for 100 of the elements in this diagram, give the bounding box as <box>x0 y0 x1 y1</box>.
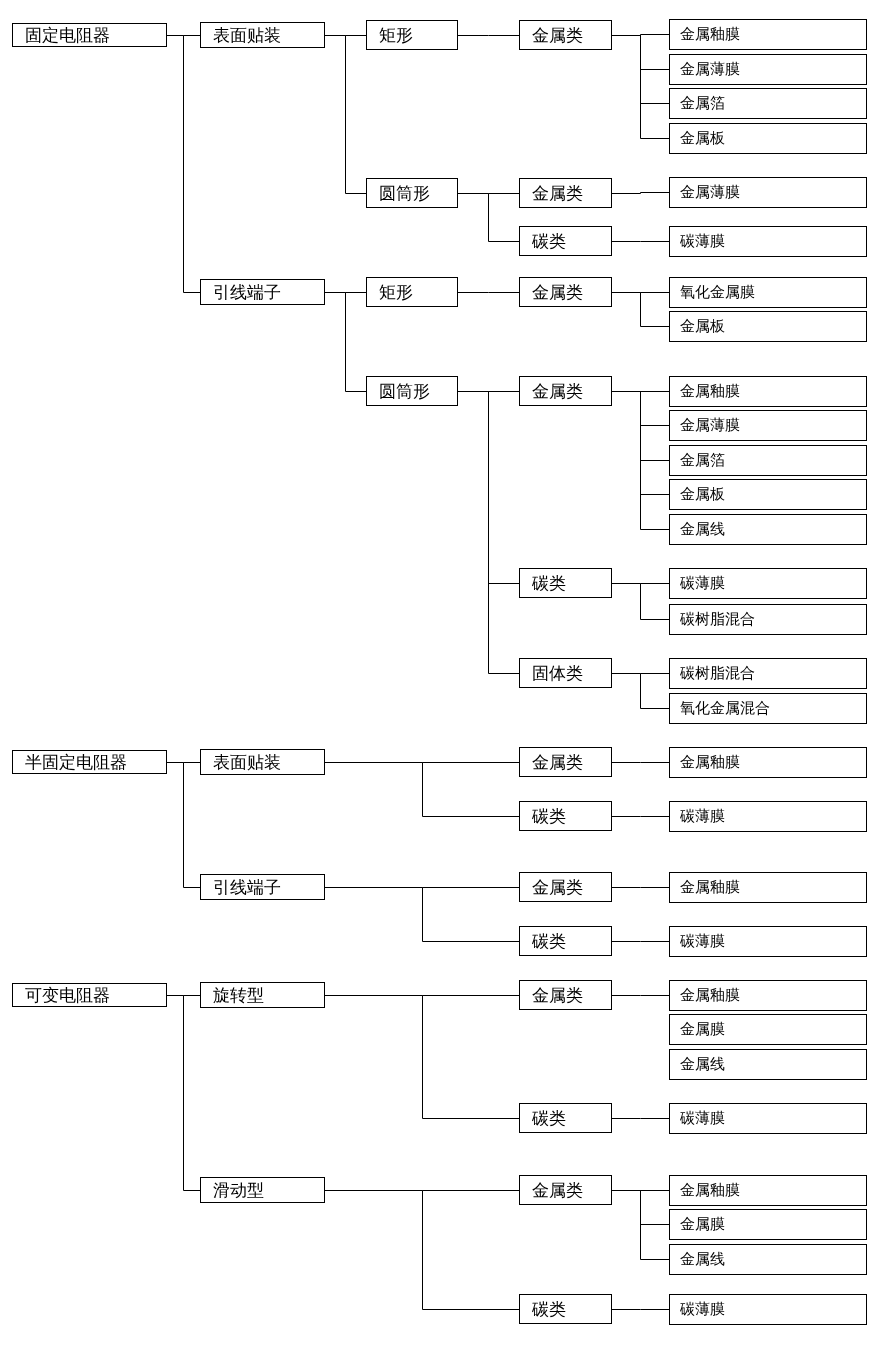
connector-line <box>324 887 520 942</box>
connector-line <box>611 762 670 763</box>
category-label: 金属釉膜 <box>680 877 740 897</box>
connector-line <box>457 193 520 242</box>
category-label: 金属釉膜 <box>680 1180 740 1200</box>
category-box <box>669 1174 867 1206</box>
category-box <box>519 1175 612 1205</box>
category-label: 碳类 <box>532 571 566 595</box>
category-label: 金属膜 <box>680 1019 725 1039</box>
category-label: 金属类 <box>532 875 583 899</box>
category-label: 表面贴装 <box>213 23 281 47</box>
category-label: 金属类 <box>532 280 583 304</box>
category-label: 碳类 <box>532 229 566 253</box>
category-box <box>200 279 325 305</box>
connector-line <box>611 887 670 888</box>
category-label: 金属薄膜 <box>680 415 740 435</box>
category-box <box>669 176 867 208</box>
category-label: 碳树脂混合 <box>680 609 755 629</box>
category-box <box>366 20 458 50</box>
category-box <box>12 983 167 1007</box>
connector-line <box>457 292 520 293</box>
connector-line <box>611 1309 670 1310</box>
category-box <box>366 178 458 208</box>
category-box <box>519 980 612 1010</box>
category-label: 固定电阻器 <box>25 23 110 47</box>
category-label: 碳薄膜 <box>680 573 725 593</box>
category-box <box>669 871 867 903</box>
category-box <box>519 20 612 50</box>
category-box <box>519 801 612 831</box>
category-box <box>669 513 867 545</box>
category-box <box>669 746 867 778</box>
category-box <box>519 1294 612 1324</box>
category-box <box>669 1208 867 1240</box>
category-box <box>669 567 867 599</box>
category-box <box>366 376 458 406</box>
category-label: 碳薄膜 <box>680 931 725 951</box>
category-label: 氧化金属膜 <box>680 282 755 302</box>
category-label: 金属板 <box>680 128 725 148</box>
category-box <box>669 225 867 257</box>
category-label: 金属釉膜 <box>680 985 740 1005</box>
category-label: 金属类 <box>532 181 583 205</box>
connector-line <box>324 762 520 817</box>
connector-line <box>611 241 670 242</box>
connector-line <box>324 292 367 392</box>
category-box <box>669 1293 867 1325</box>
category-label: 金属箔 <box>680 93 725 113</box>
connector-line <box>611 192 670 194</box>
connector-line <box>166 762 201 888</box>
category-label: 金属箔 <box>680 450 725 470</box>
connector-line <box>611 1118 670 1119</box>
category-box <box>519 747 612 777</box>
category-box <box>519 658 612 688</box>
category-label: 金属釉膜 <box>680 24 740 44</box>
category-label: 金属釉膜 <box>680 381 740 401</box>
category-box <box>519 1103 612 1133</box>
category-label: 滑动型 <box>213 1178 264 1202</box>
connector-line <box>324 1190 520 1310</box>
connector-line <box>611 35 670 139</box>
category-box <box>669 478 867 510</box>
category-label: 金属类 <box>532 1178 583 1202</box>
category-box <box>669 1102 867 1134</box>
category-label: 金属类 <box>532 379 583 403</box>
category-label: 金属线 <box>680 1054 725 1074</box>
category-box <box>519 926 612 956</box>
category-box <box>200 22 325 48</box>
category-box <box>669 409 867 441</box>
category-box <box>519 568 612 598</box>
category-box <box>200 874 325 900</box>
category-box <box>200 749 325 775</box>
category-box <box>669 603 867 635</box>
category-label: 碳类 <box>532 1106 566 1130</box>
category-label: 碳薄膜 <box>680 231 725 251</box>
category-label: 金属类 <box>532 983 583 1007</box>
category-box <box>669 18 867 50</box>
category-label: 碳薄膜 <box>680 1299 725 1319</box>
category-label: 碳树脂混合 <box>680 663 755 683</box>
connector-line <box>166 995 201 1191</box>
connector-line <box>611 673 670 709</box>
category-label: 碳薄膜 <box>680 1108 725 1128</box>
connector-line <box>611 941 670 942</box>
connector-line <box>324 35 367 194</box>
category-box <box>669 53 867 85</box>
category-label: 金属类 <box>532 23 583 47</box>
category-box <box>669 657 867 689</box>
category-box <box>200 982 325 1008</box>
category-box <box>519 277 612 307</box>
connector-line <box>457 35 520 36</box>
category-box <box>366 277 458 307</box>
category-box <box>669 1048 867 1080</box>
category-label: 金属板 <box>680 316 725 336</box>
connector-line <box>611 583 670 620</box>
category-box <box>669 979 867 1011</box>
category-label: 引线端子 <box>213 280 281 304</box>
connector-line <box>324 995 520 1119</box>
category-box <box>669 692 867 724</box>
category-box <box>669 1013 867 1045</box>
category-label: 金属膜 <box>680 1214 725 1234</box>
category-label: 金属釉膜 <box>680 752 740 772</box>
category-box <box>200 1177 325 1203</box>
category-label: 引线端子 <box>213 875 281 899</box>
